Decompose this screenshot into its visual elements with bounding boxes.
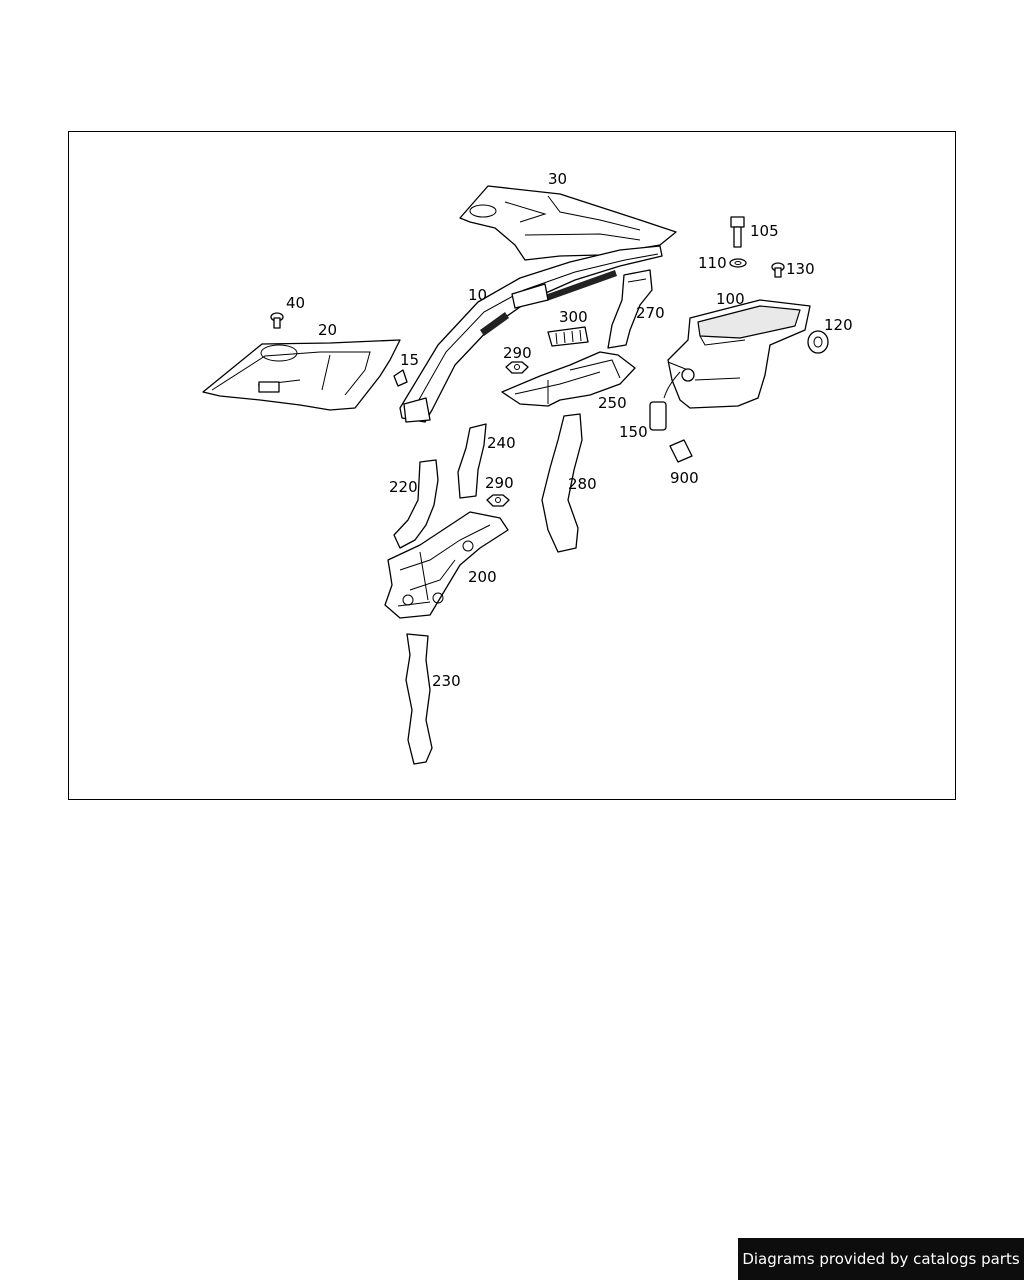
callout-30: 30 <box>548 170 567 188</box>
part-270-duct[interactable] <box>607 269 653 349</box>
callout-15: 15 <box>400 351 419 369</box>
callout-130: 130 <box>786 260 815 278</box>
part-15-clip[interactable] <box>393 369 408 387</box>
callout-220: 220 <box>389 478 418 496</box>
callout-150: 150 <box>619 423 648 441</box>
callout-100: 100 <box>716 290 745 308</box>
callout-270: 270 <box>636 304 665 322</box>
callout-200: 200 <box>468 568 497 586</box>
part-105-screw[interactable] <box>730 216 745 248</box>
part-220-duct[interactable] <box>393 459 439 549</box>
callout-240: 240 <box>487 434 516 452</box>
part-150-pump[interactable] <box>649 371 681 431</box>
diagram-frame <box>68 131 956 800</box>
part-200-bracket-assembly[interactable] <box>384 511 509 619</box>
part-100-washer-reservoir[interactable] <box>667 299 811 409</box>
callout-105: 105 <box>750 222 779 240</box>
callout-290-upper: 290 <box>503 344 532 362</box>
callout-900: 900 <box>670 469 699 487</box>
part-250-bracket[interactable] <box>501 351 636 407</box>
part-130-bolt[interactable] <box>771 262 785 278</box>
callout-10: 10 <box>468 286 487 304</box>
part-10-main-cowl[interactable] <box>399 245 663 423</box>
callout-120: 120 <box>824 316 853 334</box>
part-240-duct[interactable] <box>457 423 487 499</box>
part-290-nut-upper[interactable] <box>505 361 529 374</box>
part-290-nut-lower[interactable] <box>486 494 510 507</box>
callout-290-lower: 290 <box>485 474 514 492</box>
part-280-duct[interactable] <box>541 413 583 553</box>
part-110-washer[interactable] <box>729 258 747 268</box>
part-230-duct[interactable] <box>405 633 433 765</box>
callout-230: 230 <box>432 672 461 690</box>
footer-credit: Diagrams provided by catalogs parts <box>738 1238 1024 1280</box>
part-900-label[interactable] <box>669 439 693 463</box>
part-120-grommet[interactable] <box>807 330 829 354</box>
part-300-grille[interactable] <box>547 326 589 347</box>
callout-300: 300 <box>559 308 588 326</box>
callout-280: 280 <box>568 475 597 493</box>
part-20-left-cover-panel[interactable] <box>202 339 401 411</box>
callout-40: 40 <box>286 294 305 312</box>
callout-110: 110 <box>698 254 727 272</box>
callout-20: 20 <box>318 321 337 339</box>
callout-250: 250 <box>598 394 627 412</box>
part-40-bolt[interactable] <box>270 312 284 329</box>
